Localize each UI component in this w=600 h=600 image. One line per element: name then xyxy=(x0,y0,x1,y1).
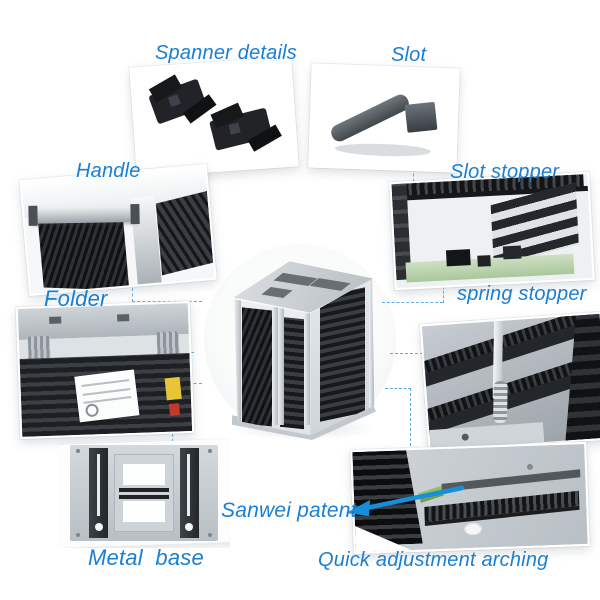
connector-slot xyxy=(413,158,414,187)
connector-quick-adjustment-v xyxy=(410,388,411,446)
slot-photo xyxy=(308,63,460,173)
metal-base-bar-2 xyxy=(118,494,170,500)
slot-stopper-photo xyxy=(389,171,595,291)
rack-right-panel xyxy=(320,287,365,422)
metal-base-rail-left xyxy=(89,448,109,538)
spanner-details-photo xyxy=(129,56,299,178)
arrow-head xyxy=(346,500,370,516)
rack-front-left-panel xyxy=(241,307,272,427)
slot-lever-shadow xyxy=(334,142,432,158)
slot-stopper-clamp-b xyxy=(477,255,492,268)
connector-slot-stopper-v xyxy=(443,277,444,303)
metal-base-window-top xyxy=(123,463,165,485)
metal-base-photo xyxy=(58,438,230,548)
metal-base-label: Metal base xyxy=(88,545,204,570)
slot-stopper-label: Slot stopper xyxy=(450,161,560,183)
spanner-clamp-1 xyxy=(148,74,217,125)
metal-base-center-panel xyxy=(114,454,174,532)
spring-stopper-label: spring stopper xyxy=(457,283,587,305)
slot-lever-head xyxy=(404,101,438,133)
slot-label: Slot xyxy=(391,44,427,66)
spanner-clamp-2 xyxy=(209,102,282,152)
quick-adjustment-screw xyxy=(526,463,534,470)
connector-slot-stopper-h xyxy=(382,302,443,303)
folder-photo xyxy=(15,301,195,439)
metal-base-screw xyxy=(208,532,213,537)
handle-right-panel xyxy=(156,191,214,276)
rack-post-center-b xyxy=(277,305,284,425)
folder-label: Folder xyxy=(44,286,108,311)
spring-stopper-spring xyxy=(492,380,508,423)
connector-quick-adjustment-h xyxy=(385,388,411,389)
rack-right-face xyxy=(310,278,375,436)
rack-front-face xyxy=(234,299,311,436)
rack-back-post xyxy=(368,278,375,410)
handle-bar xyxy=(27,204,139,226)
metal-base-plate xyxy=(70,444,218,542)
metal-base-screw xyxy=(208,449,213,454)
metal-base-bar-1 xyxy=(118,487,170,493)
metal-base-rail-right xyxy=(179,448,199,538)
folder-label-sticker xyxy=(74,369,140,423)
spring-stopper-photo xyxy=(419,311,600,453)
handle-photo xyxy=(19,164,217,296)
slot-stopper-clamp-c xyxy=(502,245,522,260)
folder-red-sticker xyxy=(168,402,181,416)
metal-base-window-bottom xyxy=(123,501,165,523)
handle-left-panel xyxy=(37,213,129,291)
sanwei-patent-label: Sanwei patent xyxy=(221,499,357,522)
metal-base-screw xyxy=(75,532,80,537)
arrow-shaft xyxy=(363,485,465,511)
metal-base-screw xyxy=(75,449,80,454)
rack-post-center-a xyxy=(272,305,279,425)
rack-post-front-right xyxy=(304,310,311,425)
slot-stopper-clamp-a xyxy=(445,249,471,267)
rack-post-front-left xyxy=(234,299,241,425)
spanner-details-label: Spanner details xyxy=(155,42,297,64)
quick-adjustment-label: Quick adjustment arching xyxy=(318,549,549,571)
slot-lever-arm xyxy=(328,91,412,145)
connector-spring-stopper xyxy=(390,353,428,354)
spring-stopper-screw xyxy=(461,432,469,441)
folder-warning-sticker xyxy=(164,377,182,401)
sanwei-patent-arrow xyxy=(346,485,465,516)
magazine-rack-product xyxy=(224,250,384,440)
handle-label: Handle xyxy=(76,160,141,182)
quick-adjustment-hole xyxy=(463,521,483,536)
connector-handle-v xyxy=(132,277,133,302)
